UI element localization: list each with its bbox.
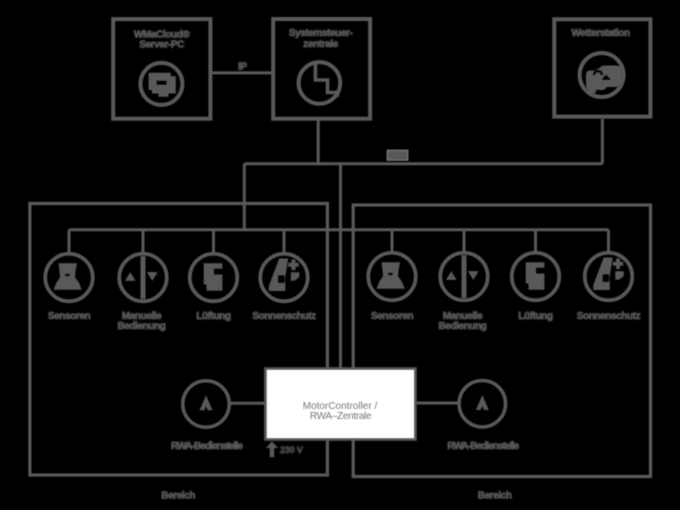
svg-text:Bereich: Bereich xyxy=(478,490,512,501)
svg-text:RWA-Bedienstelle: RWA-Bedienstelle xyxy=(171,441,243,452)
svg-text:Bereich: Bereich xyxy=(161,490,195,501)
svg-text:Lüftung: Lüftung xyxy=(518,311,553,322)
svg-text:WMaCloud®: WMaCloud® xyxy=(134,30,190,41)
svg-text:Sensoren: Sensoren xyxy=(48,311,91,322)
svg-text:IP: IP xyxy=(238,62,247,73)
svg-text:Lüftung: Lüftung xyxy=(196,311,231,322)
svg-text:Sensoren: Sensoren xyxy=(371,311,414,322)
svg-text:Systemsteuer-: Systemsteuer- xyxy=(289,28,353,39)
svg-text:RWA–Zentrale: RWA–Zentrale xyxy=(310,411,372,422)
svg-text:Bedienung: Bedienung xyxy=(117,321,165,332)
svg-text:Manuelle: Manuelle xyxy=(443,311,483,322)
svg-text:RWA-Bedienstelle: RWA-Bedienstelle xyxy=(447,441,519,452)
svg-text:zentrale: zentrale xyxy=(303,39,338,50)
svg-text:Wetterstation: Wetterstation xyxy=(571,28,630,39)
svg-text:Server-PC: Server-PC xyxy=(139,40,184,51)
svg-text:Sonnenschutz: Sonnenschutz xyxy=(252,311,316,322)
svg-text:Bedienung: Bedienung xyxy=(438,321,486,332)
svg-text:MotorController /: MotorController / xyxy=(303,401,378,412)
svg-text:230 V: 230 V xyxy=(280,445,303,455)
svg-text:Sonnenschutz: Sonnenschutz xyxy=(577,311,641,322)
svg-text:Manuelle: Manuelle xyxy=(122,311,162,322)
